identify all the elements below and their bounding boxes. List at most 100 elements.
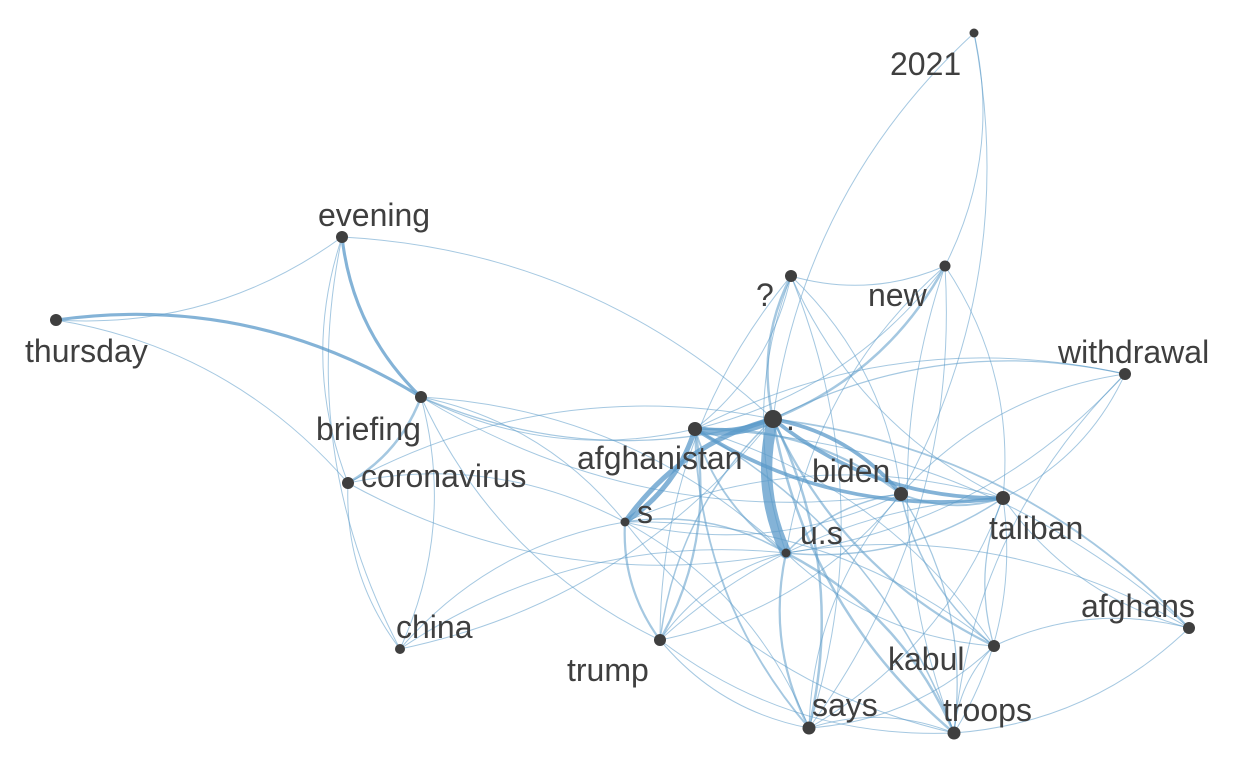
edge-thursday-coronavirus (55, 319, 349, 484)
edge-thursday-briefing (54, 312, 423, 399)
edge-coronavirus-china (347, 482, 401, 650)
edge-dot-s (622, 416, 776, 525)
edge-afghanistan-trump (658, 427, 702, 642)
edge-s-biden (624, 493, 902, 536)
edge-dot-biden (771, 417, 903, 496)
node-label-briefing: briefing (316, 411, 421, 447)
edge-coronavirus-us (347, 482, 787, 566)
edge-coronavirus-s (347, 473, 626, 523)
edge-afghans-kabul (993, 617, 1190, 647)
node-label-trump: trump (567, 652, 649, 688)
edge-briefing-afghanistan (420, 396, 696, 441)
edge-us-says (778, 551, 811, 730)
node-layer (50, 28, 1195, 740)
node-withdrawal (1119, 368, 1131, 380)
edge-evening-dot (341, 236, 774, 420)
edge-q-says (790, 275, 842, 729)
edge-coronavirus-dot (347, 405, 774, 484)
edge-dot-new (771, 264, 947, 421)
node-afghans (1183, 622, 1195, 634)
node-new (939, 260, 951, 272)
node-label-n2021: 2021 (890, 46, 961, 82)
edge-q-biden (790, 275, 902, 495)
edge-evening-briefing (340, 235, 423, 399)
edge-withdrawal-taliban (1002, 373, 1126, 499)
node-label-withdrawal: withdrawal (1057, 334, 1209, 370)
edge-layer (54, 32, 1190, 735)
node-label-biden: biden (812, 453, 890, 489)
edge-withdrawal-us (785, 373, 1126, 554)
node-label-us: u.s (800, 515, 843, 551)
edge-new-us (785, 265, 946, 554)
node-label-q: ? (756, 277, 774, 313)
node-label-evening: evening (318, 197, 430, 233)
edge-withdrawal-troops (953, 373, 1126, 734)
edge-s-kabul (624, 521, 995, 647)
edge-briefing-trump (420, 396, 661, 641)
edge-evening-coronavirus (322, 236, 349, 484)
edge-trump-biden (659, 493, 902, 641)
node-label-dot: . (786, 401, 795, 437)
edge-afghans-us (785, 544, 1190, 629)
edge-china-us (399, 549, 787, 650)
edge-new-says (808, 265, 947, 729)
node-label-china: china (396, 609, 473, 645)
node-label-new: new (868, 277, 928, 313)
edge-new-taliban (944, 265, 1006, 499)
node-n2021 (969, 28, 979, 38)
edge-s-troops (624, 521, 955, 734)
edge-q-trump (659, 275, 792, 641)
edge-thursday-evening (55, 236, 343, 322)
edge-trump-troops (659, 639, 955, 734)
node-dot (764, 410, 782, 428)
edge-kabul-us (785, 552, 995, 647)
edge-briefing-s (420, 396, 626, 523)
edge-s-taliban (624, 474, 1004, 523)
edge-biden-troops (900, 493, 958, 734)
edge-briefing-coronavirus (346, 395, 423, 485)
edge-china-dot (399, 418, 774, 650)
edge-briefing-china (399, 396, 435, 650)
node-china (395, 644, 405, 654)
edge-withdrawal-afghanistan (694, 357, 1126, 430)
node-taliban (996, 491, 1010, 505)
edge-us-troops (784, 551, 956, 735)
edge-new-afghanistan (694, 265, 946, 430)
node-briefing (415, 391, 427, 403)
edge-n2021-biden (900, 32, 988, 495)
node-label-taliban: taliban (989, 510, 1083, 546)
edge-s-trump (623, 520, 662, 642)
node-afghanistan (688, 422, 702, 436)
edge-withdrawal-biden (900, 373, 1126, 495)
edge-trump-taliban (659, 497, 1004, 641)
edge-kabul-says (808, 645, 995, 729)
edge-briefing-us (420, 396, 787, 554)
node-biden (894, 487, 908, 501)
node-troops (947, 726, 961, 740)
edge-trump-says (659, 639, 810, 729)
edge-says-biden (808, 493, 902, 729)
edge-troops-taliban (953, 497, 1008, 734)
edge-q-new (790, 265, 946, 286)
edge-china-s (399, 521, 626, 650)
edge-dot-afghans (772, 418, 1190, 629)
node-q (785, 270, 797, 282)
edge-dot-says (771, 417, 823, 730)
node-says (802, 721, 816, 735)
edge-s-says (624, 521, 810, 729)
edge-biden-taliban (900, 493, 1004, 507)
node-kabul (988, 640, 1000, 652)
node-label-coronavirus: coronavirus (361, 458, 526, 494)
edge-s-us (624, 518, 787, 554)
edge-q-taliban (790, 275, 1004, 499)
edge-evening-china (327, 236, 401, 650)
edge-kabul-afghanistan (694, 428, 995, 647)
edge-briefing-biden (420, 396, 902, 503)
node-evening (336, 231, 348, 243)
node-label-s: s (637, 494, 653, 530)
edge-afghanistan-us (694, 428, 787, 554)
node-label-kabul: kabul (888, 641, 965, 677)
edge-kabul-troops (953, 645, 995, 734)
edge-afghans-taliban (1002, 497, 1190, 629)
edge-dot-q (766, 274, 793, 421)
